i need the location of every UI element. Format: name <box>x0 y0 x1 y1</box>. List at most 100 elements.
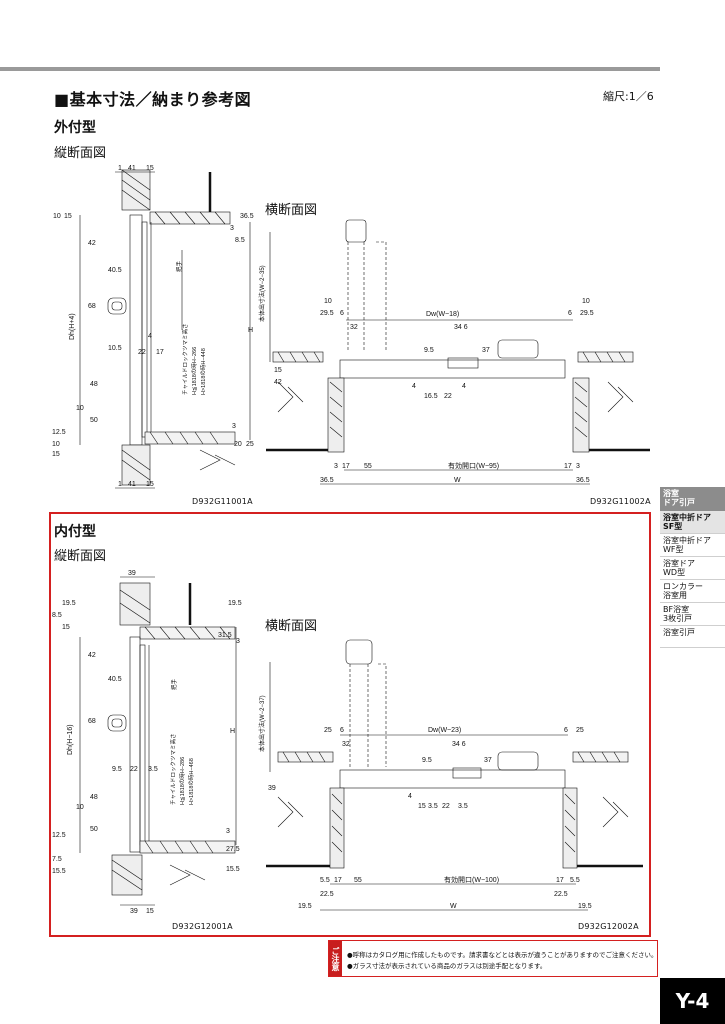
dim-label: 12.5 <box>52 832 66 839</box>
childlock-note: チャイルドロックツマミ高さ <box>181 324 189 395</box>
dim-label: 9.5 <box>424 347 434 354</box>
sidebar-item-roncolor[interactable]: ロンカラー 浴室用 <box>660 580 725 603</box>
dim-label: 10 <box>53 213 61 220</box>
dim-label: 15 <box>274 367 282 374</box>
opening-label: 有効開口(W−100) <box>444 875 499 884</box>
notes-box: ご注意 ●呼称はカタログ用に作成したものです。請求書などとは表示が違うことがあり… <box>328 940 658 977</box>
dim-label: 10 <box>582 298 590 305</box>
dim-label: 3 <box>226 828 230 835</box>
outer-vertical-code: D932G11001A <box>192 497 253 506</box>
dim-label: 39 <box>268 785 276 792</box>
dim-label: 15 <box>146 481 154 488</box>
childlock-note: H≦1818の時H−286 <box>178 757 186 805</box>
dim-label: 19.5 <box>62 600 76 607</box>
dim-label: 9.5 <box>422 757 432 764</box>
dim-label: 25 <box>576 727 584 734</box>
sidebar-item-sliding[interactable]: 浴室引戸 <box>660 626 725 648</box>
page-heading: ■基本寸法／納まり参考図 <box>54 90 252 109</box>
dim-label: 19.5 <box>298 903 312 910</box>
inner-vertical-label: 縦断面図 <box>54 549 107 564</box>
dim-label: 19.5 <box>578 903 592 910</box>
dim-label: 4 <box>462 383 466 390</box>
dim-label: 34 6 <box>454 324 468 331</box>
dim-label: 5.5 <box>570 877 580 884</box>
sidebar-item-label: 浴室引戸 <box>663 628 695 637</box>
dim-label: 36.5 <box>240 213 254 220</box>
inner-type-highlight-frame <box>49 512 651 937</box>
dim-label: 12.5 <box>52 429 66 436</box>
dim-label: 8.5 <box>52 612 62 619</box>
outer-horizontal-label: 横断面図 <box>265 203 318 218</box>
sidebar-item-label: 浴室中折ドア WF型 <box>663 536 711 554</box>
notes-line-1: ●呼称はカタログ用に作成したものです。請求書などとは表示が違うことがありますので… <box>347 951 658 959</box>
dim-label: 22 <box>138 349 146 356</box>
sidebar-item-label: 浴室中折ドア SF型 <box>663 513 711 531</box>
inner-horizontal-code: D932G12002A <box>578 922 639 931</box>
dim-label: 5.5 <box>320 877 330 884</box>
dim-label: 3 <box>576 463 580 470</box>
dim-label: 3.5 <box>148 766 158 773</box>
dim-label: 25 <box>246 441 254 448</box>
sidebar-item-label: 浴室ドア WD型 <box>663 559 695 577</box>
dim-label: 36.5 <box>576 477 590 484</box>
dim-label: 40.5 <box>108 267 122 274</box>
inner-vertical-code: D932G12001A <box>172 922 233 931</box>
dim-label: 3 <box>230 225 234 232</box>
dim-label: 7.5 <box>52 856 62 863</box>
dim-label: 27.5 <box>226 846 240 853</box>
dim-label: 50 <box>90 826 98 833</box>
dim-label: 10 <box>324 298 332 305</box>
sidebar-item-label: ロンカラー 浴室用 <box>663 582 703 600</box>
dim-label: 17 <box>556 877 564 884</box>
dim-label: 17 <box>564 463 572 470</box>
sidebar-item-bf[interactable]: BF浴室 3枚引戸 <box>660 603 725 626</box>
dim-label: 6 <box>564 727 568 734</box>
sidebar-head-label: 浴室 ドア引戸 <box>663 489 695 507</box>
childlock-note: H≦1818の時H−266 <box>190 347 198 395</box>
dim-label: 1 <box>118 165 122 172</box>
notes-line-2: ●ガラス寸法が表示されている商品のガラスは別途手配となります。 <box>347 962 547 970</box>
outer-vertical-label: 縦断面図 <box>54 146 107 161</box>
dim-label: 19.5 <box>228 600 242 607</box>
w-label: W <box>450 903 457 910</box>
dim-label: 40.5 <box>108 676 122 683</box>
outer-type-title: 外付型 <box>54 120 96 136</box>
dim-label: 16.5 <box>424 393 438 400</box>
dim-label: 31.5 <box>218 632 232 639</box>
dh-label: Dh(H−16) <box>67 724 74 755</box>
dim-label: 20 <box>234 441 242 448</box>
sidebar-item-sf[interactable]: 浴室中折ドア SF型 <box>660 511 725 534</box>
dim-label: 39 <box>130 908 138 915</box>
dim-label: 3 <box>334 463 338 470</box>
dim-label: 55 <box>364 463 372 470</box>
dim-label: 41 <box>128 165 136 172</box>
dim-label: 6 <box>340 310 344 317</box>
sidebar-item-wd[interactable]: 浴室ドア WD型 <box>660 557 725 580</box>
inner-horizontal-label: 横断面図 <box>265 619 318 634</box>
dim-label: 3 <box>232 423 236 430</box>
h-label: H <box>230 728 235 735</box>
dim-label: 1 <box>118 481 122 488</box>
dim-label: 15 <box>62 624 70 631</box>
dim-label: 22 <box>444 393 452 400</box>
dim-label: 10 <box>52 441 60 448</box>
top-divider-bar <box>0 67 660 71</box>
dim-label: 3 <box>236 638 240 645</box>
dim-label: 17 <box>342 463 350 470</box>
dim-label: 22 <box>130 766 138 773</box>
dim-label: 68 <box>88 303 96 310</box>
page-number-badge: Y-4 <box>660 978 725 1024</box>
sidebar-item-wf[interactable]: 浴室中折ドア WF型 <box>660 534 725 557</box>
sidebar-head: 浴室 ドア引戸 <box>660 487 725 511</box>
dim-label: 6 <box>340 727 344 734</box>
dim-label: 15 <box>52 451 60 458</box>
dw-label: Dw(W−23) <box>428 727 461 734</box>
childlock-note: チャイルドロックツマミ高さ <box>169 734 177 805</box>
handle-label: 把手 <box>175 260 183 272</box>
dim-label: 50 <box>90 417 98 424</box>
dim-label: 68 <box>88 718 96 725</box>
outer-vertical-section-drawing: 1 41 15 10 15 36.5 3 8.5 42 40.5 68 4 10… <box>52 165 254 489</box>
dim-label: 39 <box>128 570 136 577</box>
dim-label: 10 <box>76 405 84 412</box>
dim-label: 10.5 <box>108 345 122 352</box>
